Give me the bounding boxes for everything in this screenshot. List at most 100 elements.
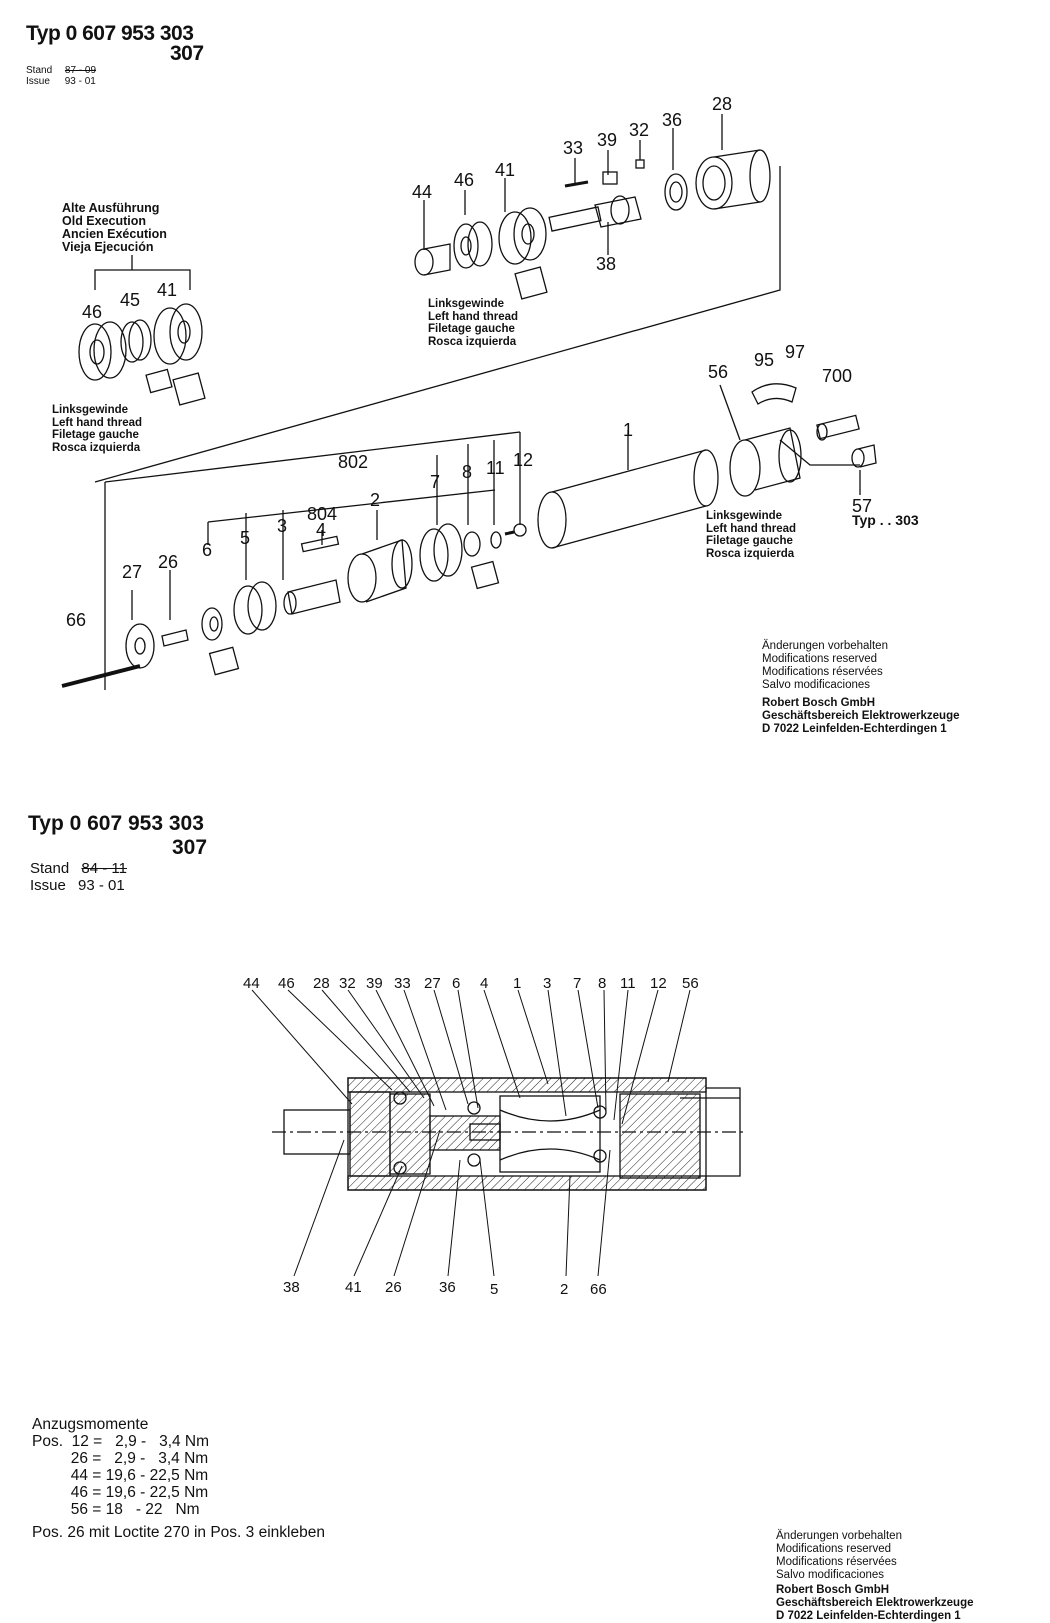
part-8-bearing	[463, 531, 481, 557]
part-66-rod	[61, 664, 141, 688]
callout-top-12: 12	[650, 975, 667, 992]
bottom-footer-notes: Änderungen vorbehalten Modifications res…	[776, 1530, 902, 1581]
torque-row: Pos. 12 = 2,9 - 3,4 Nm	[32, 1433, 210, 1450]
bottom-type-number: Typ 0 607 953 303	[28, 812, 204, 835]
part-4-vane	[300, 535, 340, 553]
label-12: 12	[513, 450, 533, 470]
part-56-end-cap	[729, 427, 802, 497]
label-old-46: 46	[82, 302, 102, 322]
old-part-45-ring	[120, 319, 152, 363]
top-type-variant: 307	[170, 42, 204, 65]
old-execution-heading: Alte Ausführung Old Execution Ancien Exé…	[62, 201, 167, 254]
label-802: 802	[338, 452, 368, 472]
label-26: 26	[158, 552, 178, 572]
bottom-stand-value: 84 - 11	[81, 860, 127, 877]
torque-row: 44 = 19,6 - 22,5 Nm	[32, 1467, 209, 1484]
torque-table: Anzugsmomente Pos. 12 = 2,9 - 3,4 Nm 26 …	[32, 1416, 325, 1541]
callout-top-33: 33	[394, 975, 411, 992]
bottom-type-variant: 307	[172, 836, 208, 859]
top-company-block: Robert Bosch GmbH Geschäftsbereich Elekt…	[762, 697, 960, 735]
label-4: 4	[316, 520, 326, 540]
left-thread-note-housing: Linksgewinde Left hand thread Filetage g…	[706, 510, 797, 560]
part-3-rotor	[283, 579, 341, 615]
torque-row: 46 = 19,6 - 22,5 Nm	[32, 1484, 209, 1501]
label-57: 57	[852, 496, 872, 516]
exploded-view: 44 46 41 33 39 32 36 28 38 46 45 41 56 9…	[61, 94, 877, 690]
bottom-issue-value: 93 - 01	[78, 877, 125, 894]
part-38-spindle	[548, 195, 642, 232]
top-stand-label: Stand	[26, 65, 53, 76]
top-stand-block: Stand 87 - 09 Issue 93 - 01	[26, 65, 96, 87]
callout-bottom-5: 5	[490, 1281, 498, 1298]
part-11-washer	[490, 531, 502, 549]
label-804: 804	[307, 504, 337, 524]
label-66: 66	[66, 610, 86, 630]
callout-bottom-36: 36	[439, 1279, 456, 1296]
bottom-stand-label: Stand	[30, 860, 70, 877]
label-41: 41	[495, 160, 515, 180]
label-33: 33	[563, 138, 583, 158]
label-32: 32	[629, 120, 649, 140]
typ-303-note: Typ . . 303	[852, 512, 919, 528]
torque-row: 56 = 18 - 22 Nm	[32, 1501, 200, 1518]
callout-top-1: 1	[513, 975, 521, 992]
front-bearing-ball-top	[393, 1091, 407, 1105]
label-2: 2	[370, 490, 380, 510]
label-46: 46	[454, 170, 474, 190]
top-stand-value: 87 - 09	[64, 65, 97, 76]
callout-top-46: 46	[278, 975, 295, 992]
bottom-stand-block: Stand 84 - 11 Issue 93 - 01	[30, 860, 127, 894]
part-95-clip	[751, 383, 797, 405]
part-1-housing-tube	[537, 449, 719, 549]
bottom-issue-label: Issue	[30, 877, 66, 894]
label-6: 6	[202, 540, 212, 560]
label-11: 11	[486, 458, 505, 478]
part-28-needle-sleeve	[695, 149, 771, 210]
old-part-46-nut	[78, 321, 127, 381]
front-nut-section	[349, 1091, 391, 1177]
front-bearing-ball-bottom	[393, 1161, 407, 1175]
label-97: 97	[785, 342, 805, 362]
part-46-nut	[453, 221, 493, 269]
top-type-number: Typ 0 607 953 303	[26, 22, 194, 45]
label-old-41: 41	[157, 280, 177, 300]
part-26-screw	[161, 629, 189, 647]
part-2-cylinder	[347, 539, 413, 603]
part-39-pin-block	[602, 171, 618, 185]
callout-top-11: 11	[620, 975, 636, 992]
torque-row: 26 = 2,9 - 3,4 Nm	[32, 1450, 209, 1467]
label-44: 44	[412, 182, 432, 202]
label-28: 28	[712, 94, 732, 114]
label-8: 8	[462, 462, 472, 482]
callout-top-32: 32	[339, 975, 356, 992]
callout-top-39: 39	[366, 975, 383, 992]
callout-top-7: 7	[573, 975, 581, 992]
top-issue-value: 93 - 01	[64, 76, 96, 87]
callout-top-6: 6	[452, 975, 460, 992]
torque-title: Anzugsmomente	[32, 1416, 149, 1433]
part-700-fitting	[816, 414, 860, 441]
label-39: 39	[597, 130, 617, 150]
bottom-company-block: Robert Bosch GmbH Geschäftsbereich Elekt…	[776, 1584, 974, 1622]
part-5-bearing-plate	[233, 581, 277, 635]
part-12-screw	[504, 523, 527, 537]
left-thread-note-nut: Linksgewinde Left hand thread Filetage g…	[428, 298, 519, 348]
label-56: 56	[708, 362, 728, 382]
rear-housing-section	[619, 1093, 701, 1179]
label-700: 700	[822, 366, 852, 386]
label-95: 95	[754, 350, 774, 370]
part-32-pin	[635, 159, 645, 169]
label-27: 27	[122, 562, 142, 582]
part-57-cap	[851, 444, 877, 468]
callout-top-8: 8	[598, 975, 606, 992]
part-36-ring	[664, 173, 688, 211]
callout-top-56: 56	[682, 975, 699, 992]
label-38: 38	[596, 254, 616, 274]
top-issue-label: Issue	[26, 76, 50, 87]
callout-top-27: 27	[424, 975, 441, 992]
part-41-bearing	[498, 207, 547, 265]
label-7: 7	[430, 472, 440, 492]
callout-bottom-41: 41	[345, 1279, 362, 1296]
label-old-45: 45	[120, 290, 140, 310]
assembly-guide-upper	[94, 166, 781, 483]
